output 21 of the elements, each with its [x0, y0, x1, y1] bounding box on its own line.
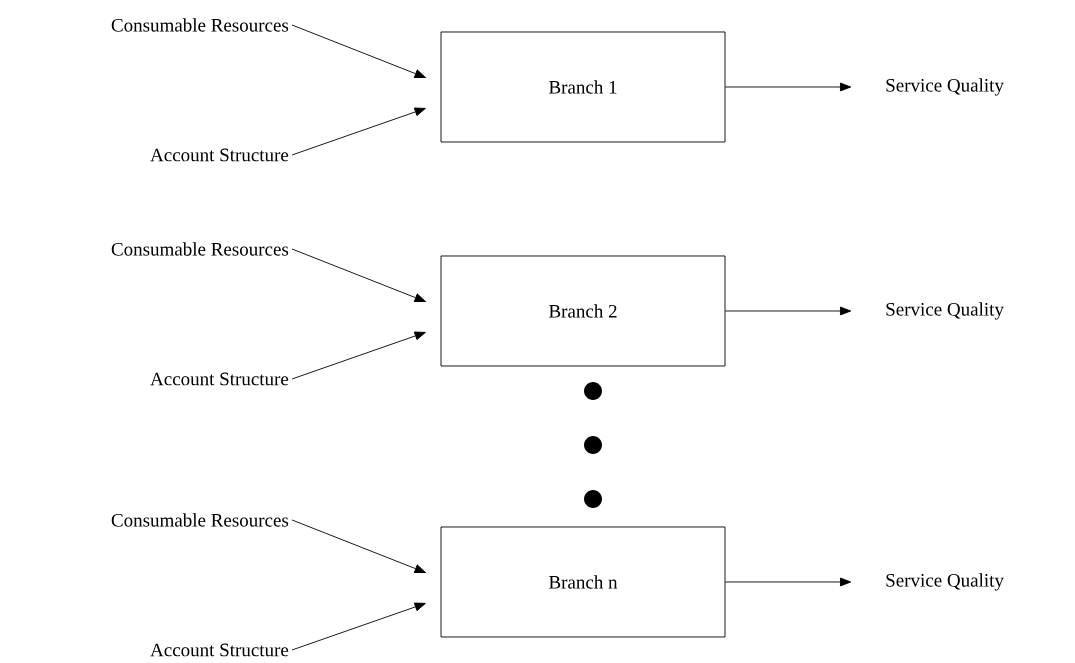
- input-label: Consumable Resources: [111, 18, 289, 32]
- arrow: [291, 107, 426, 156]
- arrow: [725, 306, 852, 316]
- arrow: [291, 602, 426, 651]
- arrow: [725, 82, 852, 92]
- output-label: Service Quality: [886, 78, 1004, 96]
- branch-box: Branch 1: [440, 31, 726, 143]
- arrow: [725, 577, 852, 587]
- arrow: [291, 331, 426, 380]
- arrow: [291, 519, 426, 573]
- branch-box: Branch 2: [440, 255, 726, 367]
- input-label: Account Structure: [150, 148, 289, 162]
- input-label: Account Structure: [150, 643, 289, 657]
- output-label: Service Quality: [886, 573, 1004, 591]
- input-label: Consumable Resources: [111, 242, 289, 256]
- input-label: Account Structure: [150, 372, 289, 386]
- output-label: Service Quality: [886, 302, 1004, 320]
- arrow: [291, 248, 426, 302]
- branch-box: Branch n: [440, 526, 726, 638]
- arrow: [291, 24, 426, 78]
- input-label: Consumable Resources: [111, 513, 289, 527]
